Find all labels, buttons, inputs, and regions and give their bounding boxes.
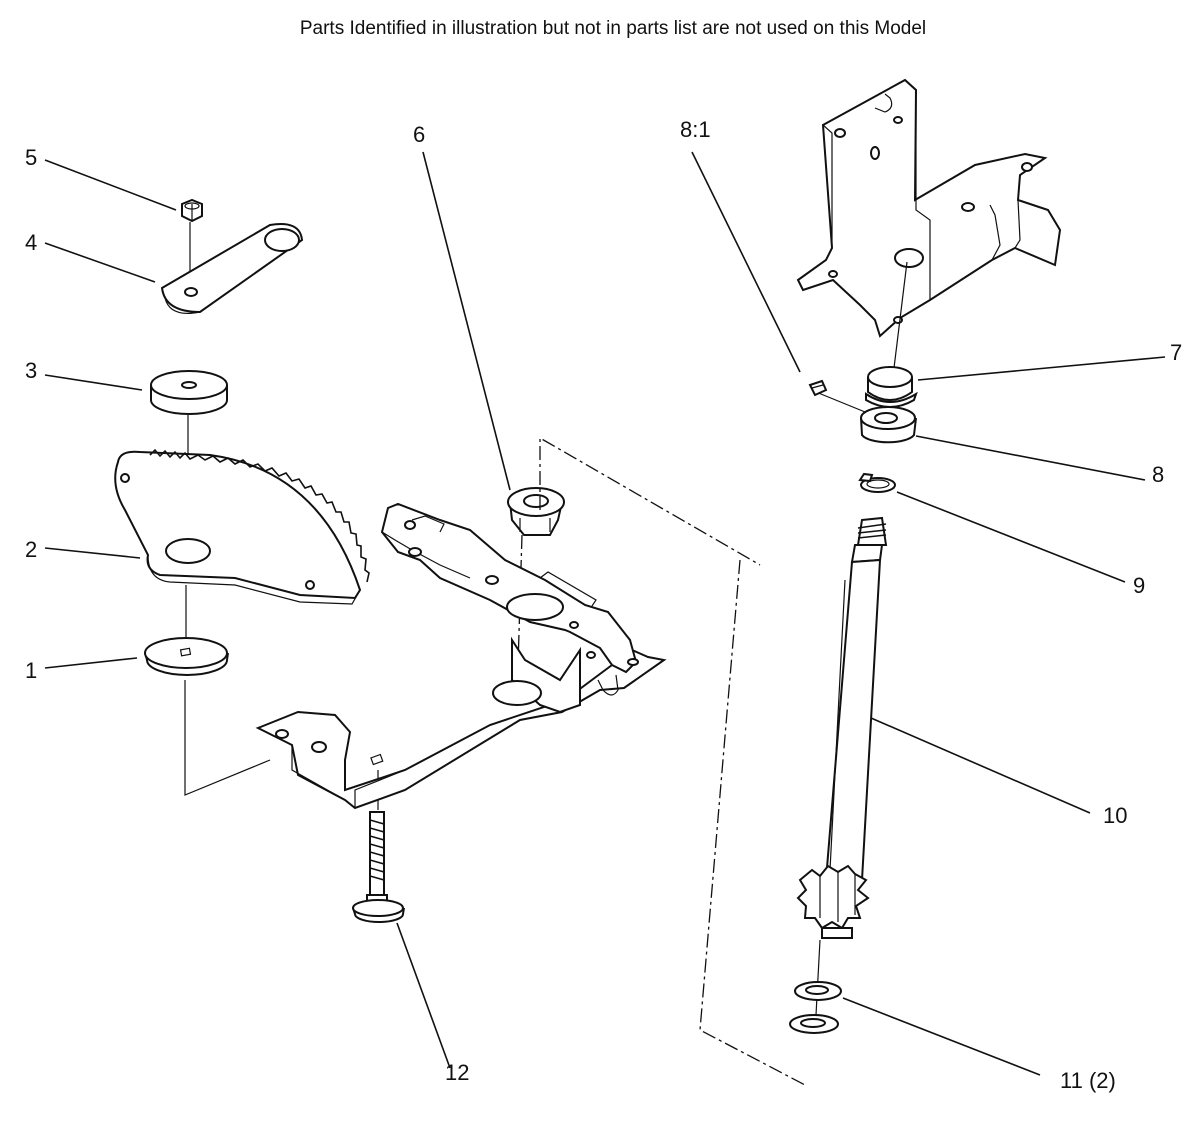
leader-line [44, 547, 141, 559]
leader-line [691, 151, 801, 373]
assembly-line [184, 680, 271, 796]
leader-line [870, 717, 1091, 814]
grease-fitting [808, 379, 828, 397]
leader-line [44, 657, 138, 669]
link-plate [160, 223, 304, 314]
mounting-bracket [255, 502, 667, 810]
thrust-washer-upper [794, 981, 842, 1001]
callout-4: 4 [25, 230, 37, 255]
flange-bushing [865, 366, 918, 408]
leader-line [917, 356, 1166, 381]
leader-line [896, 491, 1126, 583]
steering-shaft [796, 516, 888, 939]
axis-line [815, 939, 821, 1016]
callout-12: 12 [445, 1060, 469, 1085]
flat-washer [144, 637, 229, 676]
axis-line [893, 261, 908, 369]
callout-6: 6 [413, 122, 425, 147]
carriage-bolt [352, 770, 405, 923]
bearing [860, 406, 917, 444]
steering-bracket [796, 78, 1062, 338]
leader-line [44, 242, 156, 283]
leader-line [915, 435, 1146, 481]
callout-1: 1 [25, 658, 37, 683]
leader-line [44, 159, 177, 211]
callout-5: 5 [25, 145, 37, 170]
callout-8: 8 [1152, 462, 1164, 487]
assembly-line [539, 436, 761, 566]
thick-washer [150, 370, 228, 415]
parts-note: Parts Identified in illustration but not… [299, 18, 927, 39]
flanged-bushing [507, 487, 565, 536]
leader-line [44, 374, 143, 391]
callout-10: 10 [1103, 803, 1127, 828]
axis-line [815, 391, 871, 415]
hex-nut [181, 198, 203, 223]
leader-line [396, 922, 451, 1069]
callout-11: 11 (2) [1060, 1068, 1116, 1093]
sector-gear [114, 448, 370, 605]
callout-8-1: 8:1 [680, 117, 711, 142]
retaining-ring [858, 472, 896, 493]
callout-3: 3 [25, 358, 37, 383]
leader-line [422, 151, 511, 491]
callout-2: 2 [25, 537, 37, 562]
thrust-washer-lower [789, 1014, 839, 1034]
callout-7: 7 [1170, 340, 1182, 365]
assembly-line [699, 559, 806, 1086]
callout-9: 9 [1133, 573, 1145, 598]
leader-line [842, 997, 1041, 1076]
